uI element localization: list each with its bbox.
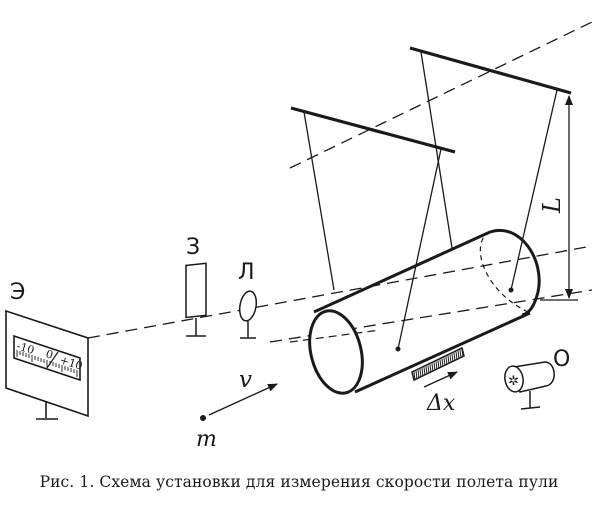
cylinder-front-opening (308, 309, 364, 395)
front-suspension-bar (290, 106, 456, 154)
length-dimension (540, 95, 578, 301)
suspension (290, 46, 572, 352)
scale-tick (461, 348, 464, 358)
optical-axis (87, 245, 593, 339)
illuminator-body (513, 361, 555, 393)
scale-tick (415, 370, 418, 380)
figure-caption: Рис. 1. Схема установки для измерения ск… (39, 473, 559, 491)
shutter (185, 262, 207, 337)
bullet-point (200, 415, 206, 421)
scale-tick (439, 359, 442, 368)
mass-label: m (196, 427, 217, 452)
scale-tick (451, 353, 454, 362)
cylinder-back-rim-hidden (479, 231, 531, 314)
scale-tick (433, 362, 436, 371)
cylinder-top-edge (313, 230, 491, 314)
pendulum-cylinder (289, 228, 541, 395)
scale-tick (441, 358, 444, 367)
electrometer-ticks (16, 350, 78, 377)
scale-tick (413, 371, 416, 381)
shutter-label: З (186, 235, 200, 260)
shutter-box (185, 262, 207, 319)
illuminator: ✲ (504, 361, 555, 410)
thread-4 (510, 89, 558, 291)
scale-tick (417, 370, 420, 379)
lens-label: Л (238, 260, 255, 285)
length-label: L (538, 197, 566, 214)
electrometer (5, 309, 89, 420)
velocity-label: v (239, 367, 252, 393)
scale-tick (421, 368, 424, 377)
scale-tick (431, 363, 434, 372)
scale-tick (455, 351, 458, 360)
scale-tick (459, 349, 462, 359)
electrometer-scale-left: -10 (15, 339, 36, 357)
thread-3 (420, 51, 453, 249)
scale-tick (449, 354, 452, 363)
scale-tick (457, 350, 460, 359)
illuminator-lens (504, 365, 524, 393)
thread-1 (303, 111, 335, 291)
cylinder-axis-line (269, 289, 593, 343)
displacement-label: Δx (426, 391, 456, 416)
scale-tick (427, 365, 430, 374)
illuminator-label: О (553, 347, 570, 372)
scale-tick (445, 356, 448, 365)
electrometer-scale-window (13, 334, 81, 382)
scale-tick (435, 361, 438, 370)
rear-suspension-bar (409, 46, 572, 95)
scale-tick (447, 355, 450, 364)
scale-tick (437, 360, 440, 369)
electrometer-scale-right: +10 (58, 353, 84, 372)
thread-point-2 (508, 287, 514, 293)
thread-point-1 (395, 346, 401, 352)
scale-tick (425, 366, 428, 375)
illuminator-star-icon: ✲ (508, 374, 519, 389)
electrometer-needle (46, 351, 59, 369)
displacement-arrow (423, 371, 458, 388)
illuminator-base (520, 406, 541, 410)
cylinder-bottom-edge (354, 311, 531, 394)
lens (238, 290, 258, 339)
lens-glass (238, 290, 258, 322)
scale-tick (423, 367, 426, 376)
electrometer-scale-zero: 0 (44, 347, 54, 361)
upper-dashed-line (289, 21, 593, 169)
scale-tick (453, 352, 456, 361)
velocity-arrow (208, 383, 278, 416)
thread-2 (397, 148, 442, 350)
scale-tick (419, 369, 422, 378)
scale-ticks (413, 348, 464, 381)
axis-through-opening (289, 329, 381, 343)
scale-tick (443, 357, 446, 366)
optical-axis-lines (87, 21, 593, 343)
electrometer-label: Э (10, 280, 25, 305)
displacement-scale (411, 346, 465, 382)
scale-tick (429, 364, 432, 373)
